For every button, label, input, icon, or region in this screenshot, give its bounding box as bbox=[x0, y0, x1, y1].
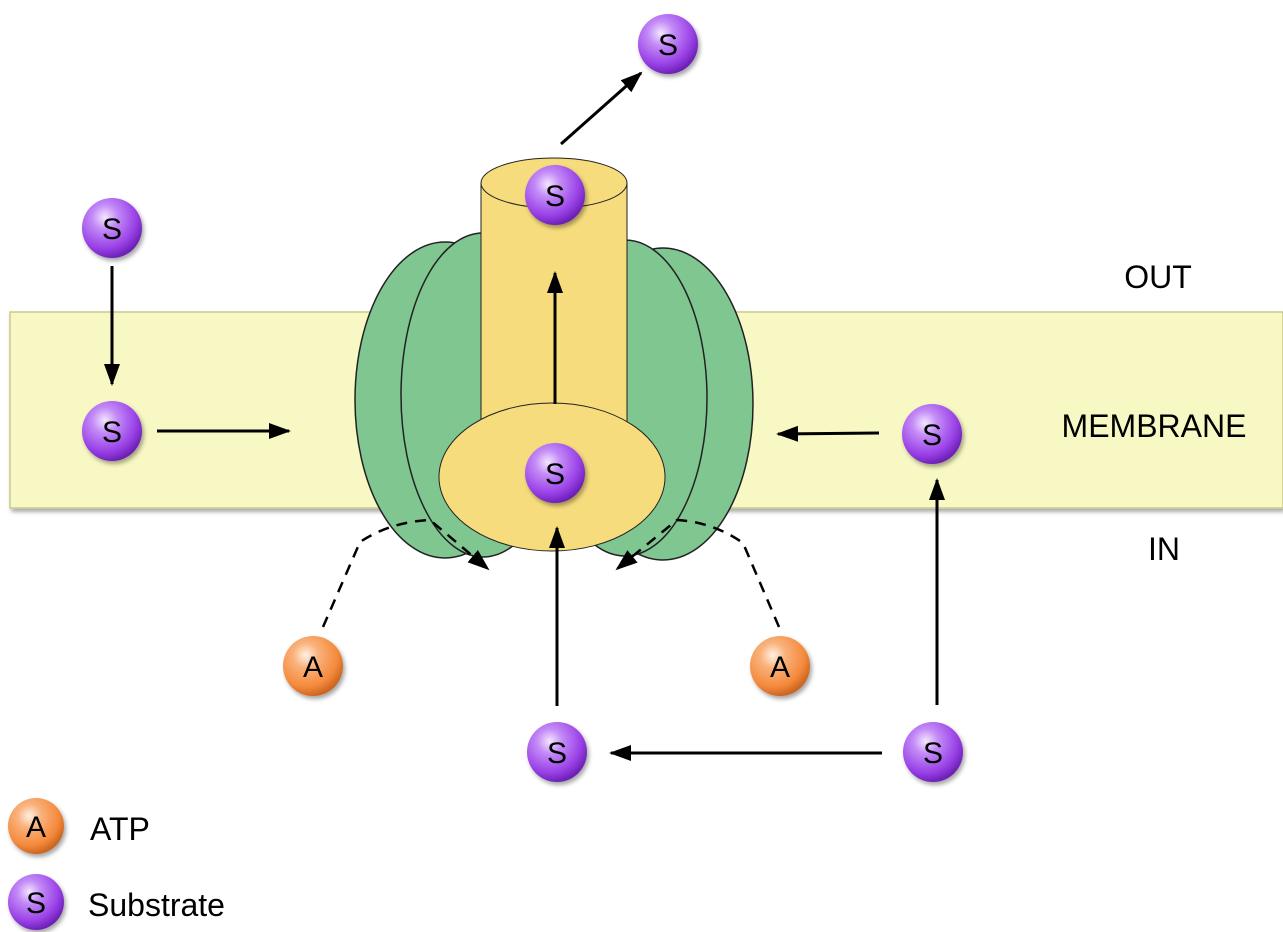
svg-text:S: S bbox=[545, 458, 565, 491]
substrate-molecule: S bbox=[903, 722, 963, 782]
legend-substrate-swatch: S bbox=[8, 874, 64, 930]
svg-text:S: S bbox=[545, 180, 565, 213]
substrate-molecule: S bbox=[638, 14, 698, 74]
region-label-membrane: MEMBRANE bbox=[1062, 408, 1247, 444]
svg-text:S: S bbox=[922, 419, 942, 452]
substrate-molecule: S bbox=[902, 404, 962, 464]
svg-text:A: A bbox=[26, 811, 46, 844]
svg-text:S: S bbox=[547, 737, 567, 770]
atp-dashed-arrows bbox=[321, 518, 781, 628]
atp-molecule: A bbox=[750, 636, 810, 696]
substrate-molecule: S bbox=[527, 722, 587, 782]
substrate-molecule: S bbox=[82, 198, 142, 258]
arrow-top-out bbox=[560, 71, 643, 146]
svg-text:S: S bbox=[658, 29, 678, 62]
svg-text:A: A bbox=[303, 651, 323, 684]
atp-molecule: A bbox=[283, 636, 343, 696]
substrate-molecule: S bbox=[82, 401, 142, 461]
legend: A ATP S Substrate bbox=[8, 798, 225, 930]
region-label-out: OUT bbox=[1124, 259, 1192, 295]
atp-right-dashed-arrow bbox=[615, 518, 781, 628]
substrate-molecule: S bbox=[525, 165, 585, 225]
legend-label-substrate: Substrate bbox=[88, 887, 225, 923]
svg-text:S: S bbox=[102, 416, 122, 449]
svg-text:S: S bbox=[923, 737, 943, 770]
arrow-right-left bbox=[776, 425, 880, 442]
region-label-in: IN bbox=[1148, 531, 1180, 567]
substrate-molecule: S bbox=[525, 443, 585, 503]
legend-atp-swatch: A bbox=[8, 798, 64, 854]
svg-text:S: S bbox=[26, 887, 46, 920]
legend-label-atp: ATP bbox=[90, 811, 150, 847]
transport-arrows bbox=[104, 71, 945, 761]
svg-text:A: A bbox=[770, 651, 790, 684]
svg-text:S: S bbox=[102, 213, 122, 246]
